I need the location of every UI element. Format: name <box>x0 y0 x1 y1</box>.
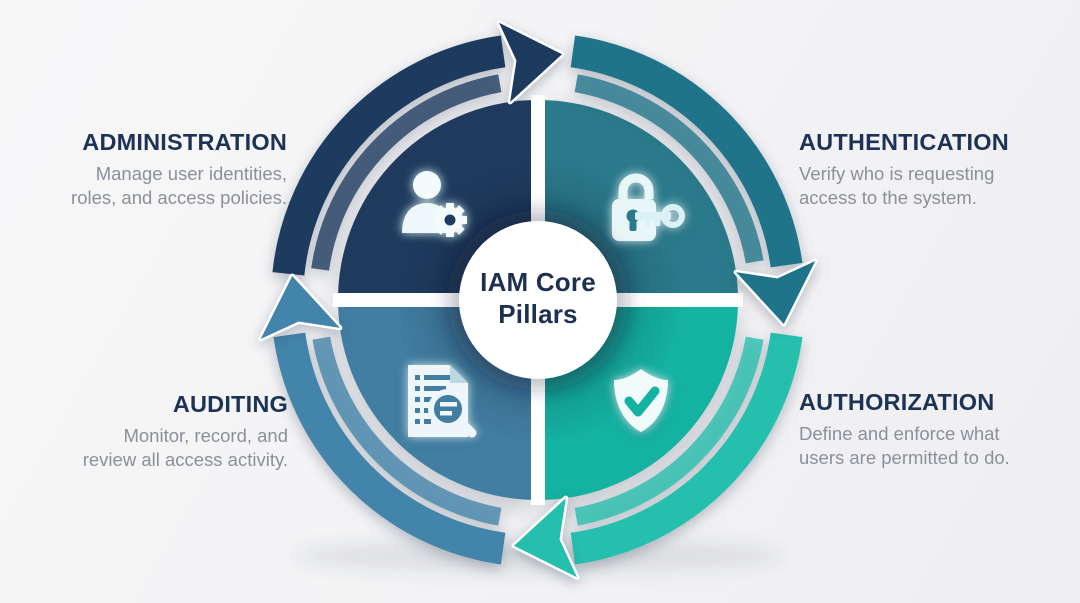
auditing-title: AUDITING <box>172 391 288 417</box>
arrow-bottom-icon <box>511 495 580 580</box>
lock-key-icon <box>612 173 685 241</box>
auditing-description: Monitor, record, and review all access a… <box>82 425 288 470</box>
diagram-title-line1: IAM Core <box>480 267 596 297</box>
shield-check-icon <box>614 369 668 432</box>
administration-description: Manage user identities, roles, and acces… <box>71 163 287 208</box>
authorization-title: AUTHORIZATION <box>799 389 995 415</box>
center-circle <box>459 221 617 379</box>
label-block-authorization: AUTHORIZATION Define and enforce what us… <box>799 389 1079 470</box>
arrow-left-icon <box>258 273 343 342</box>
arc-administration-trail <box>311 74 502 271</box>
document-search-icon <box>408 365 477 438</box>
arc-authentication <box>570 35 803 268</box>
authentication-description: Verify who is requesting access to the s… <box>799 163 995 208</box>
arrow-right-icon <box>733 258 818 327</box>
diagram-title-line2: Pillars <box>498 299 578 329</box>
arc-auditing <box>273 332 506 565</box>
diagram-title: IAM Core Pillars <box>408 266 668 330</box>
arc-authorization-trail <box>574 336 764 526</box>
label-block-authentication: AUTHENTICATION Verify who is requesting … <box>799 129 1079 210</box>
cycle-ring <box>272 35 803 565</box>
label-block-auditing: AUDITING Monitor, record, and review all… <box>0 391 288 472</box>
authorization-description: Define and enforce what users are permit… <box>799 423 1010 468</box>
arc-administration <box>272 35 506 276</box>
administration-title: ADMINISTRATION <box>82 129 287 155</box>
arc-auditing-trail <box>312 336 502 526</box>
arrow-top-icon <box>496 20 565 105</box>
arc-authentication-trail <box>574 74 764 264</box>
label-block-administration: ADMINISTRATION Manage user identities, r… <box>0 129 287 210</box>
cycle-arrowheads <box>258 20 818 580</box>
arc-authorization <box>570 332 803 565</box>
authentication-title: AUTHENTICATION <box>799 129 1009 155</box>
